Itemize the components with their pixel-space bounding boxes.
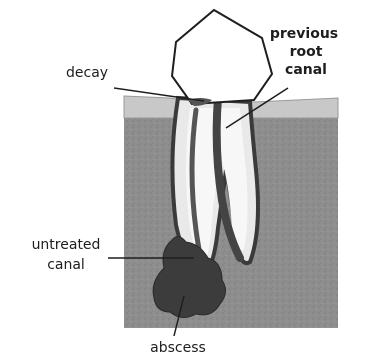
label-root: root bbox=[290, 44, 323, 60]
label-decay: decay bbox=[66, 65, 108, 81]
label-untreated: untreated bbox=[32, 237, 101, 253]
label-abscess: abscess bbox=[150, 340, 206, 356]
label-untreated-canal: canal bbox=[47, 257, 85, 273]
label-previous: previous bbox=[270, 26, 338, 42]
tooth-crown bbox=[172, 10, 272, 104]
label-canal: canal bbox=[285, 62, 327, 78]
